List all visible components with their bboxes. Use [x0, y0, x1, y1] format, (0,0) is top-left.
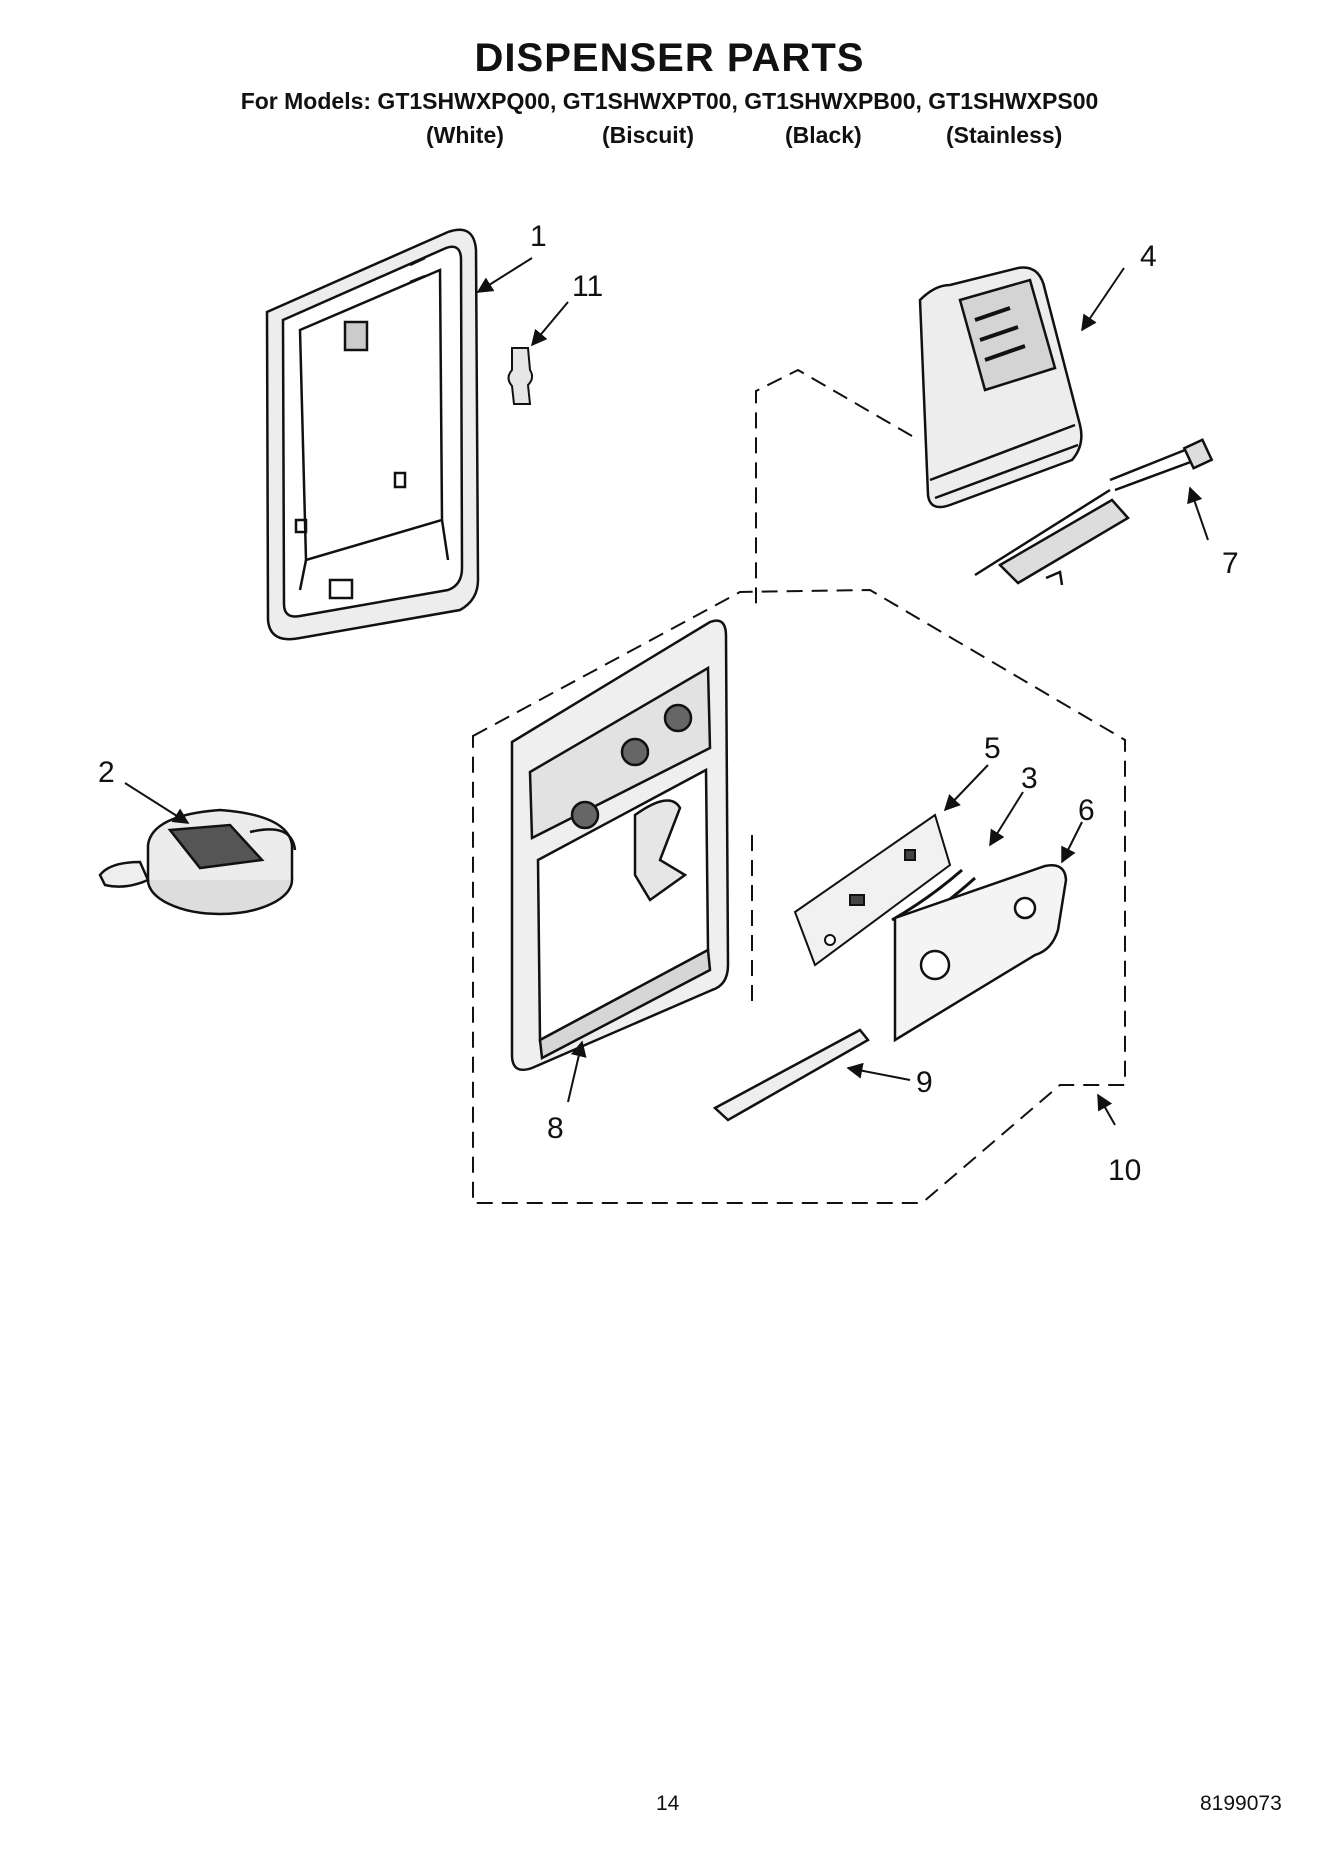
page-number: 14	[656, 1792, 680, 1815]
part-trim-strip	[712, 1028, 870, 1122]
part-clip	[507, 347, 534, 405]
callout-8: 8	[547, 1112, 564, 1145]
part-housing-frame	[265, 228, 480, 641]
page-title: DISPENSER PARTS	[474, 36, 865, 80]
callout-1: 1	[530, 220, 547, 253]
part-control-panel	[893, 864, 1068, 1043]
part-dispenser-cover	[918, 266, 1083, 509]
part-wire-harness	[974, 438, 1214, 586]
callout-6: 6	[1078, 794, 1095, 827]
part-dispenser-housing	[510, 619, 730, 1072]
finish-black: (Black)	[785, 122, 862, 148]
finish-white: (White)	[426, 122, 504, 148]
finish-biscuit: (Biscuit)	[602, 122, 694, 148]
models-line: For Models: GT1SHWXPQ00, GT1SHWXPT00, GT…	[240, 88, 1099, 114]
dispenser-cover-leader	[751, 368, 913, 1005]
callout-11: 11	[572, 270, 603, 303]
callout-9: 9	[916, 1066, 933, 1099]
document-number: 8199073	[1200, 1792, 1282, 1815]
callout-3: 3	[1021, 762, 1038, 795]
callout-5: 5	[984, 732, 1001, 765]
callout-4: 4	[1140, 240, 1157, 273]
leader-lines	[124, 257, 1209, 1126]
finish-stainless: (Stainless)	[946, 122, 1063, 148]
callout-7: 7	[1222, 547, 1239, 580]
callout-numbers: 1 11 4 7 2 5 3 6 9 8 10	[98, 220, 1239, 1187]
part-control-board	[793, 813, 952, 967]
part-motor	[98, 808, 297, 916]
callout-2: 2	[98, 756, 115, 789]
callout-10: 10	[1108, 1154, 1141, 1187]
